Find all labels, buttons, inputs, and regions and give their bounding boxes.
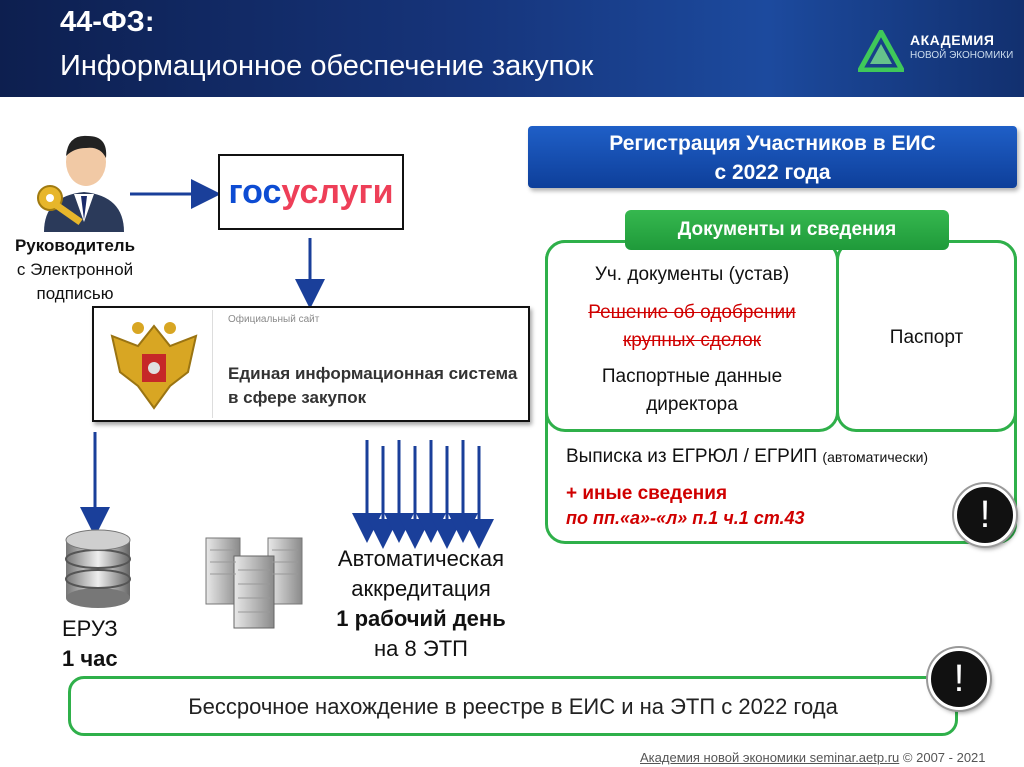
eis-name-line2: в сфере закупок bbox=[228, 388, 367, 407]
egrul-statement: Выписка из ЕГРЮЛ / ЕГРИП (автоматически) bbox=[566, 446, 928, 468]
egrul-text: Выписка из ЕГРЮЛ / ЕГРИП bbox=[566, 446, 818, 467]
other-info-line1: + иные сведения bbox=[566, 483, 728, 504]
accreditation-label: Автоматическая аккредитация 1 рабочий де… bbox=[315, 544, 527, 664]
passport-label: Паспорт bbox=[889, 327, 964, 348]
gosuslugi-part1: гос bbox=[228, 172, 282, 211]
egrul-note: (автоматически) bbox=[822, 449, 929, 465]
eis-official-label: Официальный сайт bbox=[228, 314, 320, 325]
buildings-icon bbox=[205, 537, 303, 629]
registration-banner: Регистрация Участников в ЕИС с 2022 года bbox=[528, 126, 1017, 188]
other-info: + иные сведения по пп.«а»-«л» п.1 ч.1 ст… bbox=[566, 482, 805, 530]
page-title: 44-ФЗ: bbox=[60, 6, 155, 38]
registration-line2: с 2022 года bbox=[714, 161, 831, 184]
doc-deal-approval-line2: крупных сделок bbox=[622, 330, 762, 351]
footer: Академия новой экономики seminar.aetp.ru… bbox=[640, 750, 986, 765]
eruz-name: ЕРУЗ bbox=[62, 616, 118, 641]
registration-line1: Регистрация Участников в ЕИС bbox=[609, 132, 936, 155]
accreditation-etp: на 8 ЭТП bbox=[374, 636, 468, 661]
doc-deal-approval-line1: Решение об одобрении bbox=[588, 302, 796, 323]
passport-box: Паспорт bbox=[836, 240, 1017, 432]
bottom-note: Бессрочное нахождение в реестре в ЕИС и … bbox=[68, 676, 958, 736]
database-icon bbox=[65, 529, 131, 608]
coat-of-arms-icon bbox=[110, 322, 198, 410]
person-role: Руководитель bbox=[14, 236, 136, 255]
accreditation-time: 1 рабочий день bbox=[336, 606, 506, 631]
businessman-icon bbox=[37, 135, 124, 232]
doc-charter: Уч. документы (устав) bbox=[594, 264, 790, 285]
triangle-logo-icon bbox=[858, 30, 904, 72]
gosuslugi-part2: услуги bbox=[281, 172, 394, 211]
exclamation-icon-bottom: ! bbox=[928, 648, 990, 710]
person-line3: подписью bbox=[36, 284, 114, 303]
eis-name-line1: Единая информационная система bbox=[228, 364, 518, 383]
logo-text-main: АКАДЕМИЯ bbox=[910, 32, 995, 48]
person-label: Руководитель с Электронной подписью bbox=[0, 234, 150, 306]
logo-text-sub: НОВОЙ ЭКОНОМИКИ bbox=[910, 50, 1014, 61]
doc-passport-data-line2: директора bbox=[646, 394, 738, 415]
documents-box: Уч. документы (устав) Решение об одобрен… bbox=[545, 240, 839, 432]
doc-passport-data-line1: Паспортные данные bbox=[601, 366, 783, 387]
page-subtitle: Информационное обеспечение закупок bbox=[60, 50, 594, 82]
documents-tab: Документы и сведения bbox=[625, 210, 949, 250]
accreditation-line2: аккредитация bbox=[351, 576, 491, 601]
eis-box: Официальный сайт Единая информационная с… bbox=[92, 306, 530, 422]
person-line2: с Электронной bbox=[16, 260, 134, 279]
eis-name: Единая информационная система в сфере за… bbox=[228, 362, 528, 410]
arrows-to-etp bbox=[352, 440, 494, 549]
header-banner: 44-ФЗ: Информационное обеспечение закупо… bbox=[0, 0, 1024, 97]
accreditation-line1: Автоматическая bbox=[337, 546, 505, 571]
footer-link[interactable]: Академия новой экономики seminar.aetp.ru bbox=[640, 750, 900, 765]
other-info-line2: по пп.«а»-«л» п.1 ч.1 ст.43 bbox=[566, 508, 805, 528]
eruz-time: 1 час bbox=[62, 646, 118, 671]
eruz-label: ЕРУЗ 1 час bbox=[62, 614, 118, 674]
eis-separator bbox=[212, 310, 213, 418]
footer-copyright: © 2007 - 2021 bbox=[902, 750, 986, 765]
exclamation-icon: ! bbox=[954, 484, 1016, 546]
